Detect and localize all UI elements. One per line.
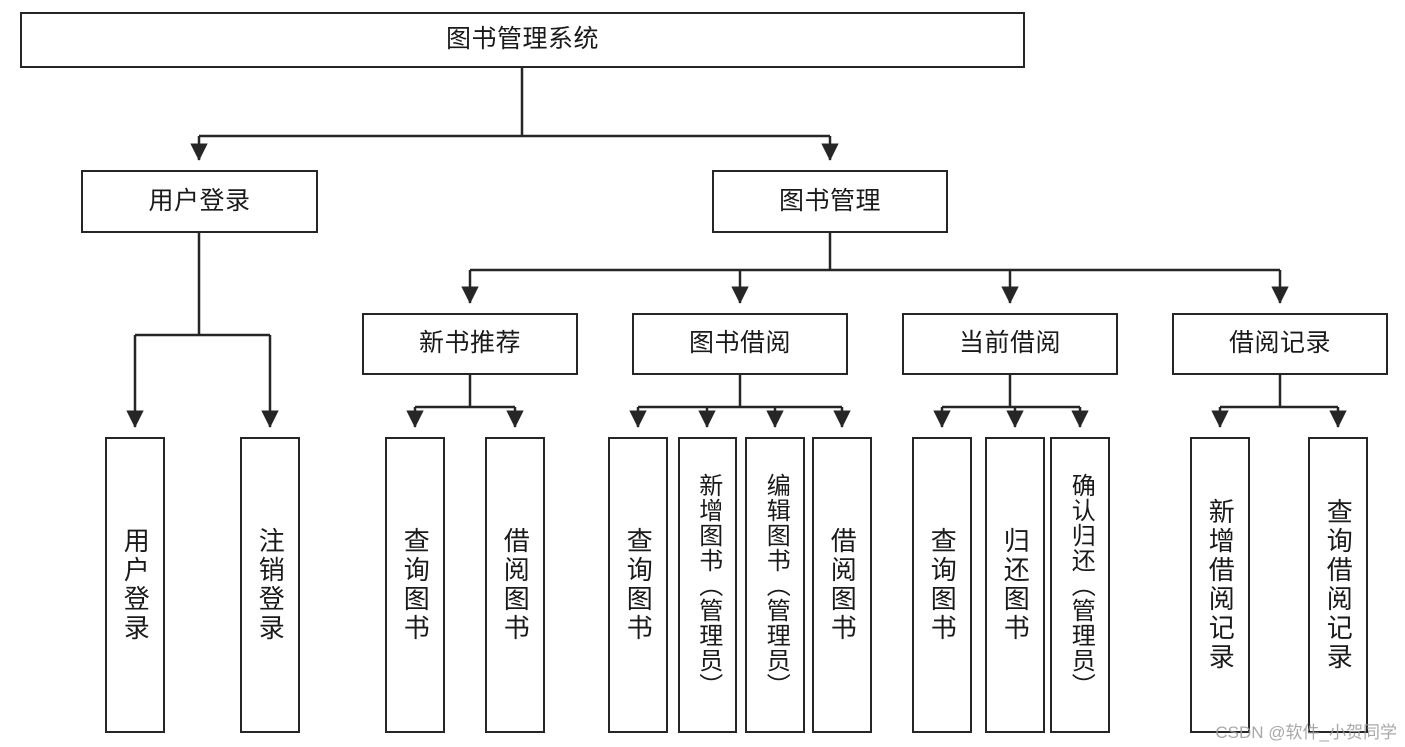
- node-leaf-borrow-book-2[interactable]: 借阅图书: [812, 437, 872, 733]
- node-current-borrow[interactable]: 当前借阅: [902, 313, 1118, 375]
- node-leaf-user-logout[interactable]: 注销登录: [240, 437, 300, 733]
- node-leaf-query-borrow-record-label: 查询借阅记录: [1323, 498, 1354, 672]
- node-book-manage-label: 图书管理: [778, 186, 881, 215]
- node-leaf-query-book-1[interactable]: 查询图书: [385, 437, 445, 733]
- node-leaf-add-borrow-record-label: 新增借阅记录: [1205, 498, 1236, 672]
- node-new-book-recommend-label: 新书推荐: [418, 329, 521, 358]
- node-leaf-query-book-3[interactable]: 查询图书: [912, 437, 972, 733]
- node-leaf-confirm-return-admin[interactable]: 确认归还（管理员）: [1050, 437, 1110, 733]
- node-leaf-user-logout-label: 注销登录: [255, 527, 286, 643]
- node-leaf-return-book-label: 归还图书: [1000, 527, 1031, 643]
- node-borrow-record-label: 借阅记录: [1228, 329, 1331, 358]
- node-book-manage[interactable]: 图书管理: [712, 170, 948, 233]
- node-leaf-query-book-1-label: 查询图书: [400, 527, 431, 643]
- node-user-login[interactable]: 用户登录: [81, 170, 318, 233]
- node-leaf-borrow-book-1[interactable]: 借阅图书: [485, 437, 545, 733]
- node-leaf-confirm-return-admin-label: 确认归还（管理员）: [1067, 472, 1095, 698]
- csdn-watermark: CSDN @软件_小贺同学: [1215, 723, 1397, 742]
- node-root[interactable]: 图书管理系统: [20, 12, 1025, 68]
- node-user-login-label: 用户登录: [148, 186, 251, 215]
- node-leaf-borrow-book-2-label: 借阅图书: [827, 527, 858, 643]
- node-leaf-query-book-2-label: 查询图书: [623, 527, 654, 643]
- node-leaf-add-book-admin[interactable]: 新增图书（管理员）: [678, 437, 737, 733]
- node-leaf-add-book-admin-label: 新增图书（管理员）: [694, 472, 722, 698]
- node-current-borrow-label: 当前借阅: [958, 329, 1061, 358]
- node-leaf-user-login[interactable]: 用户登录: [105, 437, 165, 733]
- node-leaf-edit-book-admin-label: 编辑图书（管理员）: [762, 472, 790, 698]
- node-leaf-return-book[interactable]: 归还图书: [985, 437, 1045, 733]
- node-root-label: 图书管理系统: [445, 25, 599, 54]
- node-leaf-add-borrow-record[interactable]: 新增借阅记录: [1190, 437, 1250, 733]
- node-leaf-query-book-3-label: 查询图书: [927, 527, 958, 643]
- node-leaf-query-borrow-record[interactable]: 查询借阅记录: [1308, 437, 1368, 733]
- node-leaf-edit-book-admin[interactable]: 编辑图书（管理员）: [745, 437, 805, 733]
- node-new-book-recommend[interactable]: 新书推荐: [362, 313, 578, 375]
- node-leaf-query-book-2[interactable]: 查询图书: [608, 437, 668, 733]
- node-leaf-user-login-label: 用户登录: [120, 527, 151, 643]
- node-book-borrow-label: 图书借阅: [688, 329, 791, 358]
- node-borrow-record[interactable]: 借阅记录: [1172, 313, 1388, 375]
- node-leaf-borrow-book-1-label: 借阅图书: [500, 527, 531, 643]
- node-book-borrow[interactable]: 图书借阅: [632, 313, 848, 375]
